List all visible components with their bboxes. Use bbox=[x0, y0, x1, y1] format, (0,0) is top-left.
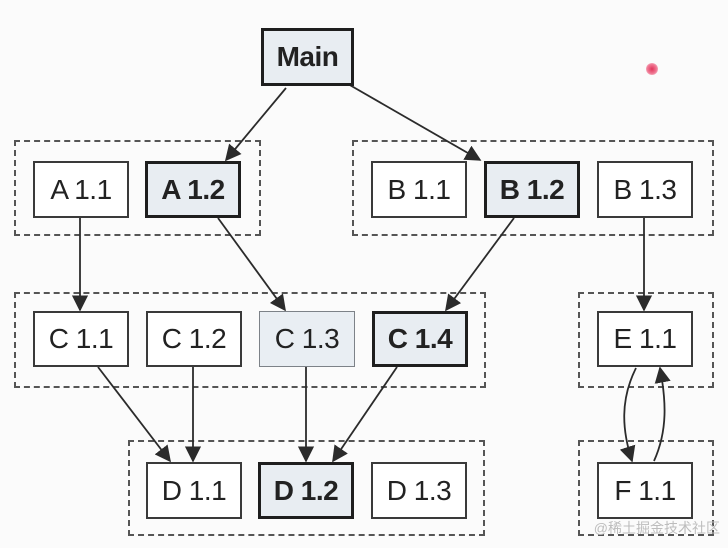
node-c13: C 1.3 bbox=[259, 311, 355, 367]
group-b bbox=[352, 140, 714, 236]
group-c bbox=[14, 292, 486, 388]
group-f bbox=[578, 440, 714, 536]
group-e bbox=[578, 292, 714, 388]
node-b13: B 1.3 bbox=[597, 161, 693, 218]
node-a12: A 1.2 bbox=[145, 161, 241, 218]
watermark: @稀土掘金技术社区 bbox=[593, 520, 720, 536]
edge-c11-d11 bbox=[97, 366, 171, 463]
node-c12: C 1.2 bbox=[146, 311, 242, 367]
edge-main-a12 bbox=[224, 87, 287, 162]
node-e11: E 1.1 bbox=[597, 311, 693, 367]
node-b11: B 1.1 bbox=[371, 161, 467, 218]
edge-f11-e11 bbox=[653, 366, 671, 462]
node-c14: C 1.4 bbox=[372, 311, 468, 367]
node-c11: C 1.1 bbox=[33, 311, 129, 367]
node-b12: B 1.2 bbox=[484, 161, 580, 218]
edge-b12-c14 bbox=[445, 217, 515, 312]
node-d13: D 1.3 bbox=[371, 462, 467, 519]
cursor-dot bbox=[646, 63, 658, 75]
node-d11: D 1.1 bbox=[146, 462, 242, 519]
edge-a12-c13 bbox=[217, 217, 286, 312]
node-f11: F 1.1 bbox=[597, 462, 693, 519]
edge-main-b12 bbox=[347, 83, 482, 161]
edge-e11-f11 bbox=[619, 367, 637, 463]
node-a11: A 1.1 bbox=[33, 161, 129, 218]
group-a bbox=[14, 140, 261, 236]
node-main: Main bbox=[261, 28, 354, 86]
node-d12: D 1.2 bbox=[258, 462, 354, 519]
edge-c14-d12 bbox=[332, 366, 398, 463]
